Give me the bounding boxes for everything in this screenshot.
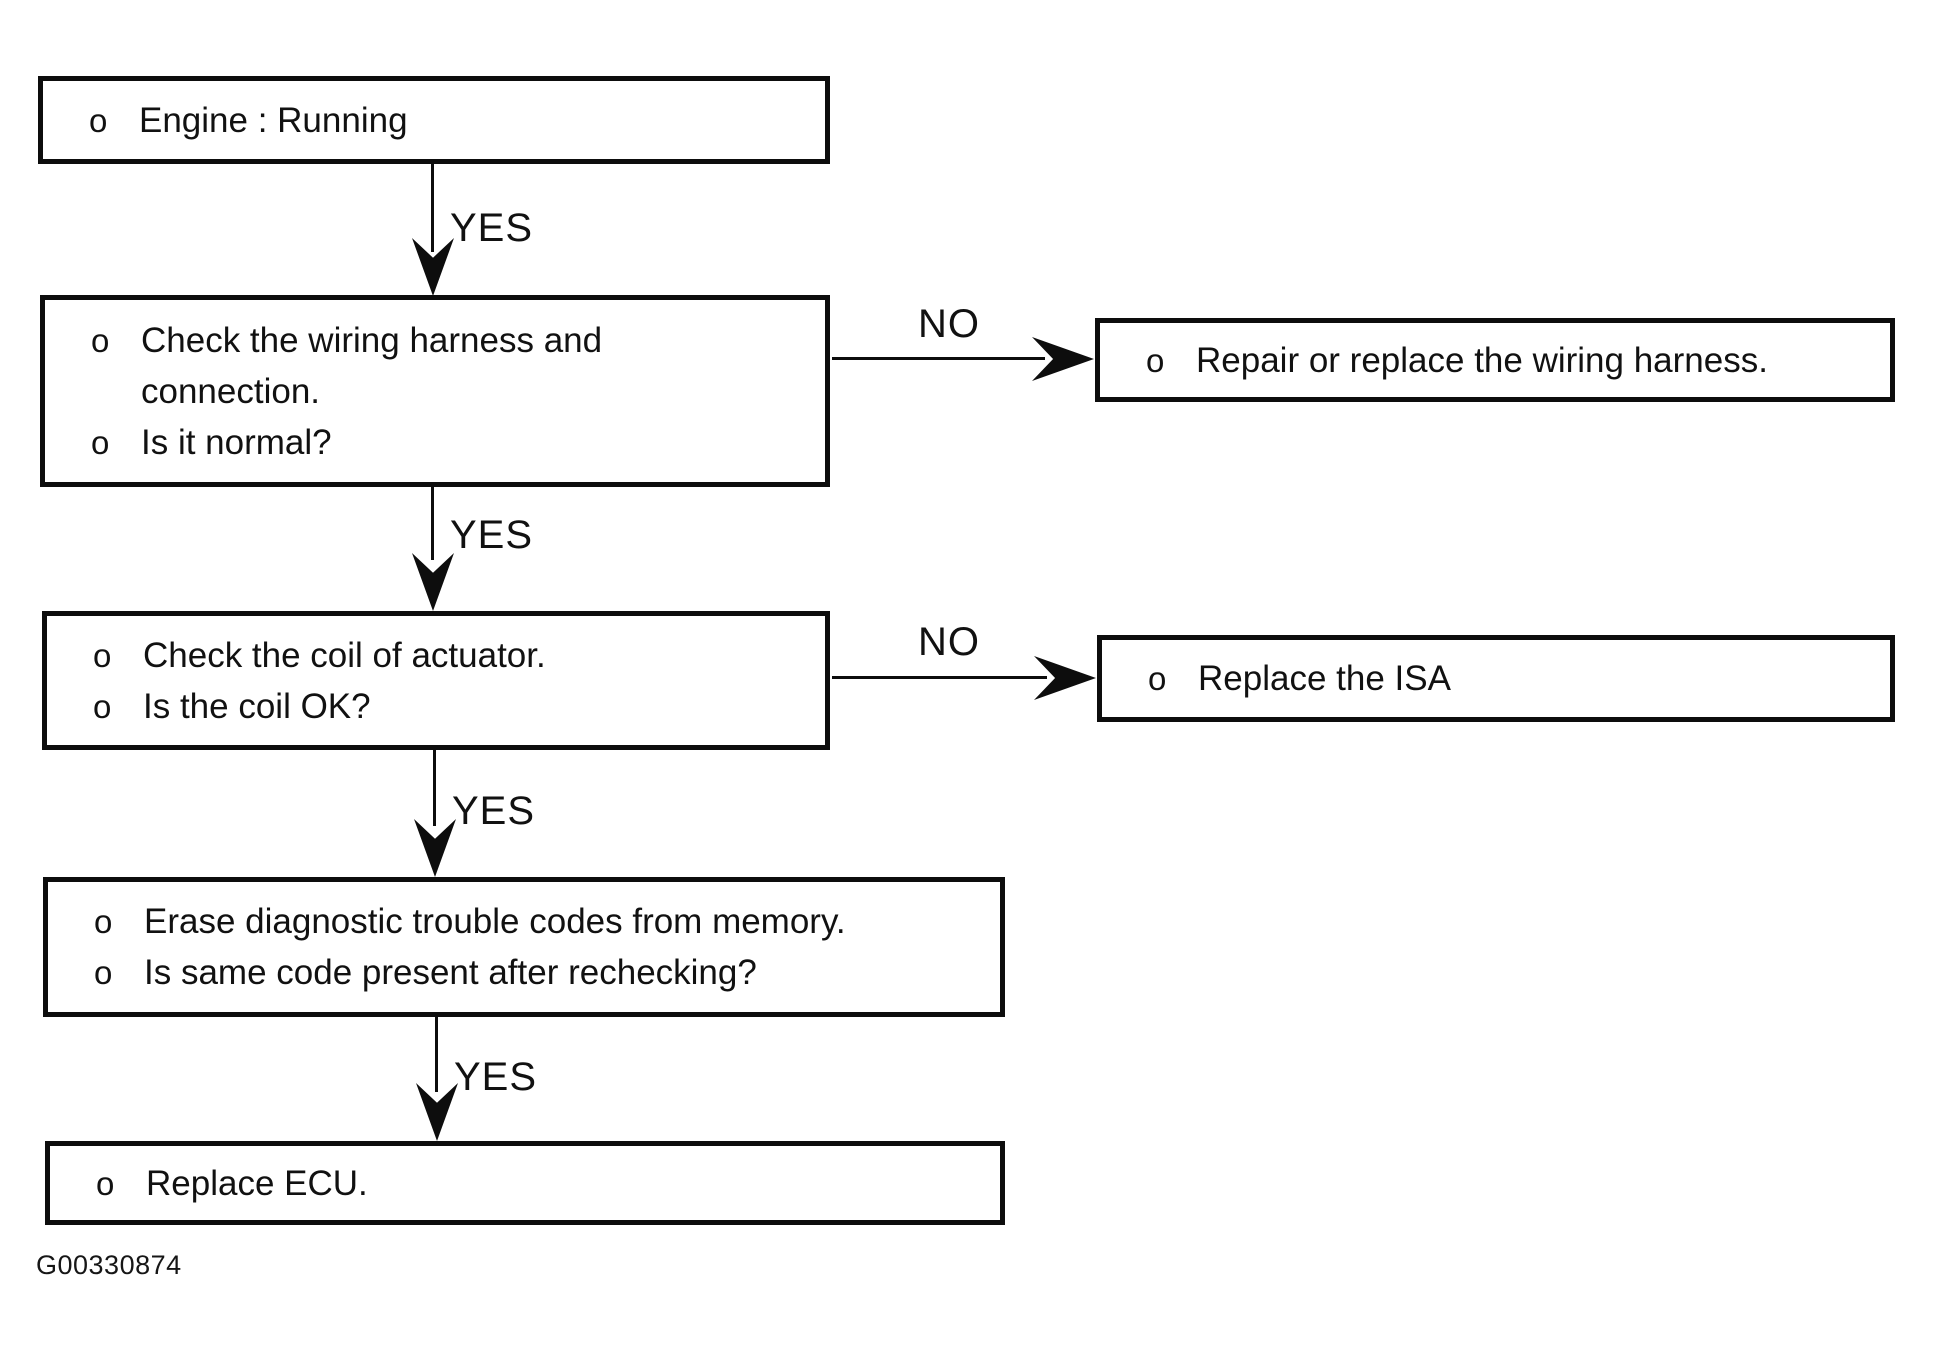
edge-label-yes-2: YES xyxy=(450,513,534,557)
box-line: o Engine : Running xyxy=(43,95,825,146)
bullet-glyph: o xyxy=(96,1164,115,1202)
arrow-down-icon xyxy=(412,553,454,611)
connector-line-down-2 xyxy=(431,487,434,560)
connector-line-right-2 xyxy=(832,676,1047,679)
box-line: o Check the wiring harness and xyxy=(45,315,825,366)
connector-line-down-4 xyxy=(435,1017,438,1092)
box-text: Erase diagnostic trouble codes from memo… xyxy=(144,902,846,941)
arrow-down-icon xyxy=(414,819,456,877)
box-text: Engine : Running xyxy=(139,100,408,140)
flow-box-replace-isa: o Replace the ISA xyxy=(1097,635,1895,722)
bullet-glyph: o xyxy=(94,954,113,991)
box-text: Check the wiring harness and xyxy=(141,320,603,360)
flow-box-check-wiring: o Check the wiring harness and connectio… xyxy=(40,295,830,487)
edge-label-no-2: NO xyxy=(918,620,980,664)
box-text: Is it normal? xyxy=(141,422,332,462)
bullet-glyph: o xyxy=(91,423,110,461)
flow-box-check-coil: o Check the coil of actuator. o Is the c… xyxy=(42,611,830,750)
connector-line-down-3 xyxy=(433,750,436,826)
edge-label-yes-1: YES xyxy=(450,206,534,250)
bullet-glyph: o xyxy=(89,101,108,139)
box-line: o Is the coil OK? xyxy=(47,681,825,732)
bullet-glyph: o xyxy=(91,321,110,359)
box-text: Replace the ISA xyxy=(1198,659,1451,698)
box-text: Is the coil OK? xyxy=(143,686,371,726)
box-line: o Replace the ISA xyxy=(1102,653,1890,704)
figure-id-caption: G00330874 xyxy=(36,1250,182,1280)
box-line: o Repair or replace the wiring harness. xyxy=(1100,335,1890,386)
box-text: connection. xyxy=(141,371,321,411)
box-text: Replace ECU. xyxy=(146,1163,368,1203)
edge-label-yes-3: YES xyxy=(452,789,536,833)
connector-line-down-1 xyxy=(431,164,434,252)
box-text: Check the coil of actuator. xyxy=(143,635,546,675)
edge-label-yes-4: YES xyxy=(454,1055,538,1099)
box-line: o Replace ECU. xyxy=(50,1158,1000,1209)
bullet-glyph: o xyxy=(94,903,113,940)
box-line: o Check the coil of actuator. xyxy=(47,630,825,681)
flow-box-replace-ecu: o Replace ECU. xyxy=(45,1141,1005,1225)
bullet-glyph: o xyxy=(1146,341,1165,379)
flow-box-engine-running: o Engine : Running xyxy=(38,76,830,164)
box-line: o Is it normal? xyxy=(45,417,825,468)
bullet-glyph: o xyxy=(93,636,112,674)
box-line: connection. xyxy=(45,366,825,417)
box-line: o Is same code present after rechecking? xyxy=(48,947,1000,998)
bullet-glyph: o xyxy=(93,687,112,725)
box-line: o Erase diagnostic trouble codes from me… xyxy=(48,896,1000,947)
edge-label-no-1: NO xyxy=(918,302,980,346)
connector-line-right-1 xyxy=(832,357,1045,360)
bullet-glyph: o xyxy=(1148,660,1167,697)
flow-box-repair-wiring: o Repair or replace the wiring harness. xyxy=(1095,318,1895,402)
flow-box-erase-codes: o Erase diagnostic trouble codes from me… xyxy=(43,877,1005,1017)
box-text: Repair or replace the wiring harness. xyxy=(1196,340,1768,380)
box-text: Is same code present after rechecking? xyxy=(144,953,757,992)
